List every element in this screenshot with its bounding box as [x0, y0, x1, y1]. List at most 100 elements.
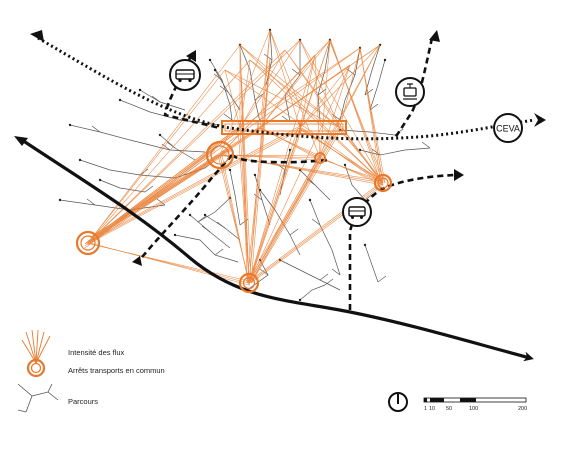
path-endpoint: [203, 213, 207, 217]
path-spur: [216, 221, 226, 229]
path-spur: [179, 113, 189, 121]
path-spur: [319, 273, 329, 281]
scale-tick-1: 1: [424, 406, 427, 412]
flux-line: [221, 154, 384, 186]
flux-line: [299, 64, 351, 129]
path-segment: [299, 284, 326, 301]
path-spur: [144, 185, 154, 193]
path-spur: [214, 248, 224, 256]
flux-line: [301, 127, 384, 186]
legend: Intensité des flux Arrêts transports en …: [17, 329, 165, 413]
path-segment: [259, 189, 301, 256]
flux-line: [89, 127, 263, 243]
path-segment: [99, 179, 146, 193]
scale-tick-200: 200: [518, 406, 527, 412]
flux-line: [85, 125, 241, 244]
transit-stop-large: [205, 140, 235, 170]
flux-line: [319, 44, 381, 159]
path-segment: [369, 59, 386, 111]
flux-line: [87, 69, 226, 244]
path-segment: [159, 134, 196, 161]
flux-line: [321, 157, 384, 186]
path-spur: [311, 218, 321, 226]
flux-line: [341, 127, 384, 186]
path-endpoint: [118, 98, 122, 102]
path-spur: [331, 113, 341, 121]
flux-line: [299, 39, 384, 184]
path-spur: [151, 95, 161, 103]
path-spur: [421, 141, 431, 149]
flux-line: [248, 44, 381, 284]
flux-line: [221, 154, 250, 286]
path-endpoint: [158, 133, 162, 137]
flux-line: [85, 147, 216, 244]
path-endpoint: [343, 163, 347, 167]
flux-line: [248, 127, 299, 282]
rail-end-arrow: [534, 113, 546, 127]
flux-line: [248, 64, 351, 284]
path-segment: [119, 99, 221, 126]
flux-line: [317, 157, 384, 182]
scale-bar: 1 10 50 100 200: [423, 397, 527, 412]
path-segment: [59, 199, 166, 211]
flux-line: [299, 39, 331, 129]
flux-line: [259, 54, 316, 129]
flux-line: [89, 151, 216, 244]
flux-line: [246, 57, 271, 284]
bus-line-arrow-top: [186, 50, 196, 62]
path-endpoint: [308, 198, 312, 202]
main-road: [21, 138, 534, 362]
path-segment: [229, 169, 241, 226]
transit-stops: [75, 140, 393, 294]
ceva-station-label: CEVA: [493, 113, 523, 143]
path-spur: [253, 193, 263, 201]
path-spur: [201, 225, 211, 233]
path-spur: [324, 278, 334, 286]
legend-stops-label: Arrêts transports en commun: [68, 366, 165, 375]
path-endpoint: [253, 173, 257, 177]
flux-line: [259, 39, 331, 129]
path-segment: [317, 39, 331, 121]
path-endpoint: [58, 198, 62, 202]
ceva-label: CEVA: [496, 124, 520, 134]
legend-paths-swatch: [17, 383, 59, 413]
tram-icon: [395, 77, 425, 107]
transit-stop-south: [238, 272, 260, 294]
flux-line: [239, 59, 251, 129]
flux-line: [239, 46, 252, 284]
flux-line: [248, 59, 271, 284]
path-segment: [309, 199, 341, 276]
flux-line: [89, 242, 250, 286]
flux-line: [250, 159, 321, 284]
flux-line: [221, 154, 321, 161]
path-segment: [197, 197, 231, 223]
tram-line-arrow-top: [429, 30, 440, 42]
path-endpoint: [298, 298, 302, 302]
flux-line: [87, 44, 241, 244]
flux-line: [248, 157, 321, 284]
flux-line: [246, 155, 321, 284]
legend-flux-swatch: [21, 329, 51, 378]
path-spur: [197, 215, 207, 223]
path-spur: [166, 141, 176, 149]
path-spur: [289, 228, 299, 236]
path-spur: [223, 113, 233, 121]
rail-line-ceva: [37, 36, 536, 141]
transit-stop-west: [75, 230, 101, 256]
legend-paths-label: Parcours: [68, 397, 98, 406]
flux-line: [246, 180, 384, 284]
flux-line: [251, 127, 343, 283]
rail-start-arrow: [30, 30, 44, 42]
flux-line: [299, 44, 381, 129]
flux-line: [239, 39, 301, 129]
path-endpoint: [383, 58, 387, 62]
path-segment: [279, 259, 341, 291]
transit-stop-small: [314, 152, 326, 164]
flux-line: [269, 29, 301, 129]
path-spur: [291, 68, 301, 76]
flux-line: [224, 69, 341, 129]
bus-icon: [342, 197, 372, 227]
path-segment: [69, 124, 206, 153]
